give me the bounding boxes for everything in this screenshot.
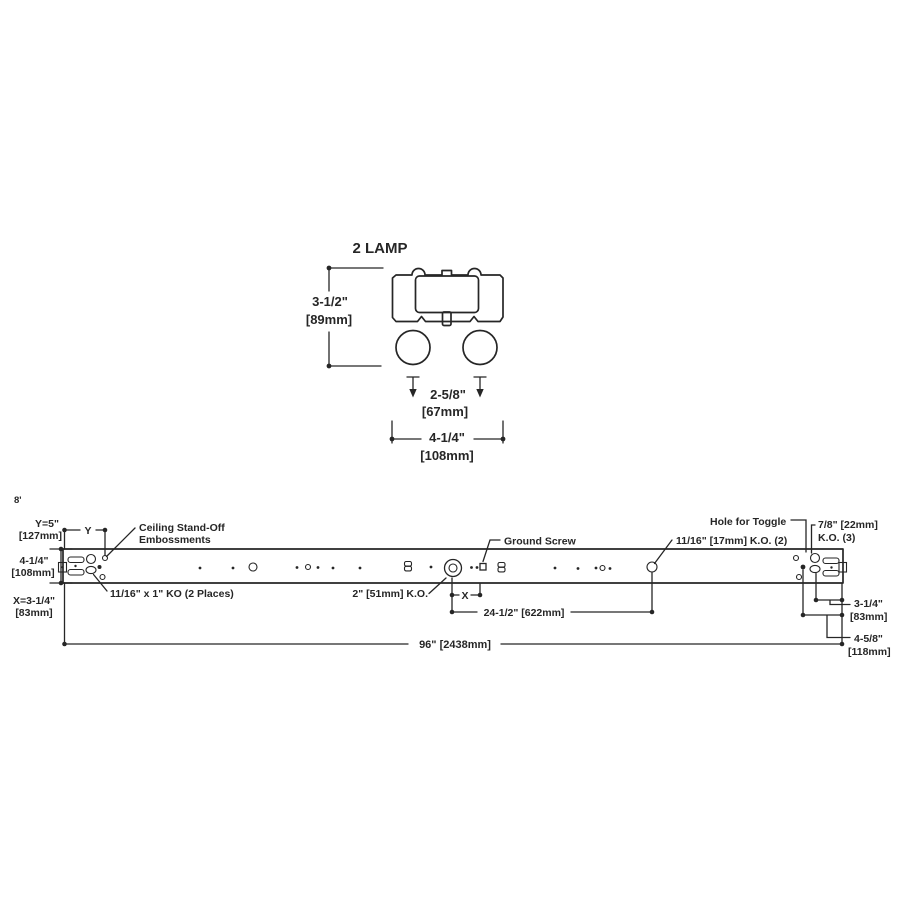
callout-standoff-line2: Embossments: [139, 534, 211, 546]
plan-view: 8': [11, 495, 890, 658]
dim-ko-spacing-label: 24-1/2" [622mm]: [484, 607, 565, 619]
x-legend: X=3-1/4" [83mm]: [13, 595, 55, 619]
right-oval-knockout: [809, 564, 821, 574]
callout-ground-screw-label: Ground Screw: [504, 536, 577, 548]
dim-lamp-spacing-in: 2-5/8": [430, 387, 466, 402]
x-legend-mm: [83mm]: [15, 607, 52, 619]
callout-ko-oval: 11/16" x 1" KO (2 Places): [92, 573, 234, 600]
dim-x: X: [449, 577, 483, 613]
lamp-right: [462, 329, 498, 366]
dim-right-ko: 3-1/4" [83mm]: [813, 572, 887, 623]
dim-right-toggle-mm: [118mm]: [848, 646, 891, 658]
small-hole-a: [304, 563, 312, 571]
callout-ko-11-16-label: 11/16" [17mm] K.O. (2): [676, 535, 787, 547]
dim-overall-length: 96" [2438mm]: [62, 582, 845, 651]
callout-ko-11-16: 11/16" [17mm] K.O. (2): [653, 535, 787, 565]
y-legend-mm: [127mm]: [19, 530, 62, 542]
callout-toggle-label: Hole for Toggle: [710, 516, 786, 528]
toggle-hole-1: [792, 554, 800, 562]
dim-plan-width: 4-1/4" [108mm]: [11, 546, 73, 586]
dim-right-toggle-in: 4-5/8": [854, 633, 883, 645]
x-symbol: X: [461, 590, 468, 602]
lampholder-slot-b: [497, 561, 506, 573]
callout-toggle: Hole for Toggle: [710, 516, 807, 553]
callout-ko-7-8: 7/8" [22mm] K.O. (3): [810, 519, 878, 554]
dim-lamp-spacing-mm: [67mm]: [422, 404, 468, 419]
knockout-11-16: [646, 561, 658, 573]
dim-cs-height: 3-1/2" [89mm]: [306, 265, 384, 369]
dim-cs-height-mm: [89mm]: [306, 312, 352, 327]
standoff-embossment-3: [99, 573, 106, 581]
right-slot-bottom: [822, 569, 840, 577]
channel-mounting-holes: [198, 558, 658, 578]
dim-y: Y=5" [127mm] Y: [19, 518, 108, 557]
callout-ko-oval-label: 11/16" x 1" KO (2 Places): [110, 588, 234, 600]
lampholder-slot-a: [403, 560, 413, 572]
knockout-2in-outer: [443, 558, 463, 578]
right-round-knockout: [809, 552, 821, 564]
callout-ground-screw: Ground Screw: [482, 536, 577, 563]
x-legend-in: X=3-1/4": [13, 595, 55, 607]
callout-ko-7-8-line1: 7/8" [22mm]: [818, 519, 878, 531]
right-end-clip: [838, 561, 848, 573]
left-slot-bottom: [67, 568, 85, 576]
callout-ko-2in-label: 2" [51mm] K.O.: [352, 588, 428, 600]
toggle-hole-2: [800, 564, 806, 570]
left-end-features: [57, 553, 109, 581]
y-symbol: Y: [84, 525, 91, 537]
right-end-features: [792, 552, 848, 581]
dim-right-toggle: 4-5/8" [118mm]: [800, 569, 891, 658]
dim-overall-length-label: 96" [2438mm]: [419, 639, 491, 651]
cross-section-view: 2 LAMP 3-1/2" [89mm] 2-5/8" [67mm]: [306, 240, 506, 463]
length-feet-label: 8': [14, 495, 22, 506]
y-legend-in: Y=5": [35, 518, 59, 530]
dim-ko-spacing: 24-1/2" [622mm]: [449, 571, 655, 619]
knockout-7-8-a: [248, 562, 258, 572]
toggle-hole-3: [795, 573, 803, 581]
dim-right-ko-in: 3-1/4": [854, 598, 883, 610]
lamp-left: [395, 329, 431, 366]
channel-body: [62, 548, 844, 584]
left-oval-knockout: [85, 565, 97, 575]
cross-section-title: 2 LAMP: [352, 240, 407, 257]
callout-ko-7-8-line2: K.O. (3): [818, 532, 855, 544]
dim-right-ko-mm: [83mm]: [850, 611, 887, 623]
right-slot-top: [822, 557, 840, 565]
dim-plan-width-mm: [108mm]: [11, 567, 54, 579]
dim-cs-width-in: 4-1/4": [429, 430, 465, 445]
left-round-knockout: [85, 553, 97, 565]
dim-plan-width-in: 4-1/4": [20, 555, 49, 567]
left-slot-top: [67, 556, 85, 564]
fixture-housing-outline: [391, 267, 504, 323]
center-latch-tab: [441, 311, 452, 327]
callout-ko-2in: 2" [51mm] K.O.: [352, 577, 447, 600]
dim-cs-height-in: 3-1/2": [312, 294, 348, 309]
callout-standoff: Ceiling Stand-Off Embossments: [105, 522, 225, 558]
callout-standoff-line1: Ceiling Stand-Off: [139, 522, 225, 534]
standoff-embossment-2: [97, 565, 102, 569]
left-end-clip: [57, 561, 68, 573]
ground-screw: [479, 562, 487, 571]
small-hole-b: [599, 564, 606, 572]
knockout-2in-inner: [448, 563, 458, 573]
dim-lamp-spacing: 2-5/8" [67mm]: [406, 376, 487, 419]
dim-cs-width-mm: [108mm]: [420, 448, 473, 463]
dim-cs-width: 4-1/4" [108mm]: [389, 420, 506, 463]
wireway-cover: [414, 275, 480, 314]
